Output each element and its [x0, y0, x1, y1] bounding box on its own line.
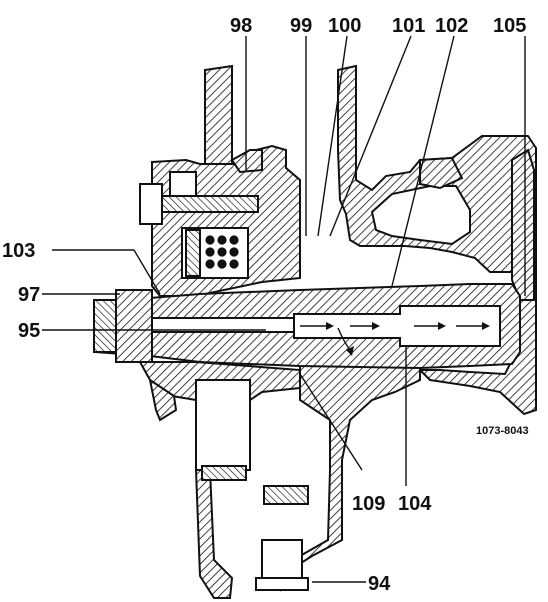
callout-labels: 98 99 100 101 102 105 103 97 95 1073-804…: [2, 15, 529, 595]
callout-102: 102: [435, 15, 468, 37]
lower-hub: [138, 361, 309, 591]
oil-flow-arrows: [300, 322, 490, 356]
callout-94: 94: [368, 573, 391, 595]
drive-shaft: [93, 283, 521, 370]
pulley-hub: [139, 144, 301, 297]
drawing-code: 1073-8043: [476, 425, 529, 437]
callout-101: 101: [392, 15, 425, 37]
callout-100: 100: [328, 15, 361, 37]
callout-105: 105: [493, 15, 526, 37]
callout-97: 97: [18, 284, 40, 306]
leader-lines: [42, 35, 526, 583]
callout-104: 104: [398, 493, 432, 515]
callout-95: 95: [18, 320, 40, 342]
callout-98: 98: [230, 15, 252, 37]
callout-99: 99: [290, 15, 312, 37]
pump-housing: [194, 64, 537, 599]
clutch-spring: [205, 235, 239, 269]
callout-103: 103: [2, 240, 35, 262]
callout-109: 109: [352, 493, 385, 515]
